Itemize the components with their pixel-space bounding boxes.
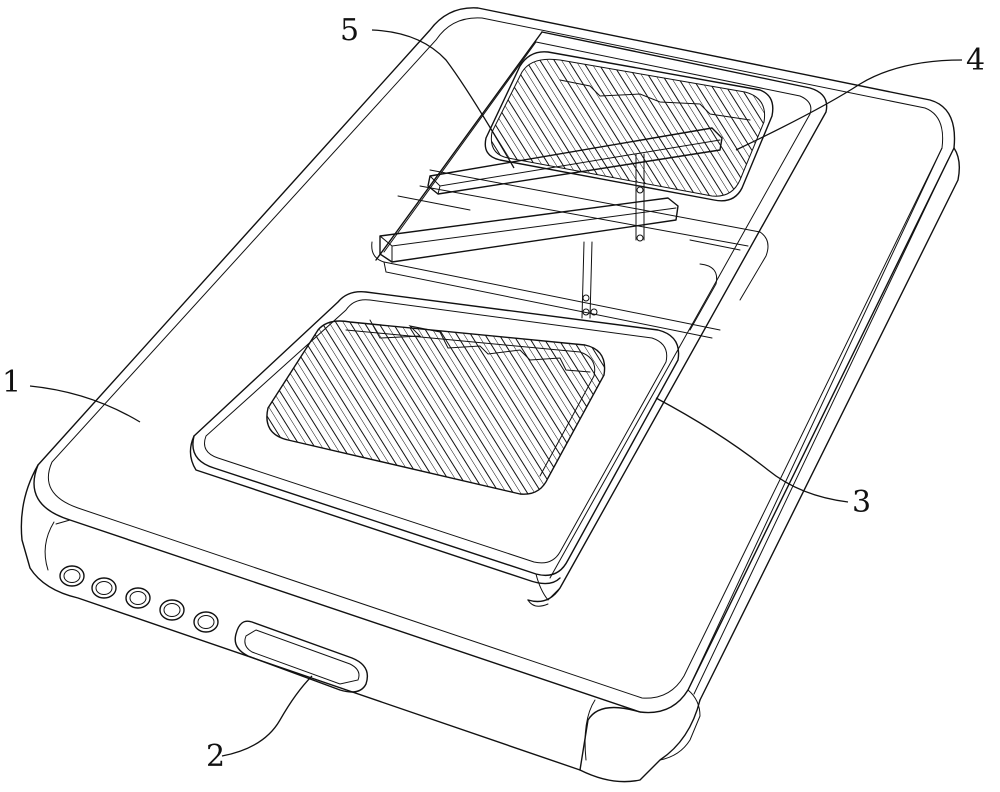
label-3: 3 <box>852 485 871 520</box>
lower-vent-plate <box>190 292 678 607</box>
leader-4 <box>736 60 962 150</box>
label-5: 5 <box>340 13 359 48</box>
label-2: 2 <box>206 739 225 774</box>
leader-3 <box>656 398 848 502</box>
leader-2 <box>222 676 312 756</box>
leader-1 <box>30 386 140 422</box>
speaker-holes <box>60 566 218 632</box>
label-1: 1 <box>2 365 21 400</box>
label-4: 4 <box>966 43 985 78</box>
charging-port <box>235 621 367 692</box>
upper-vent-plate <box>480 50 780 210</box>
